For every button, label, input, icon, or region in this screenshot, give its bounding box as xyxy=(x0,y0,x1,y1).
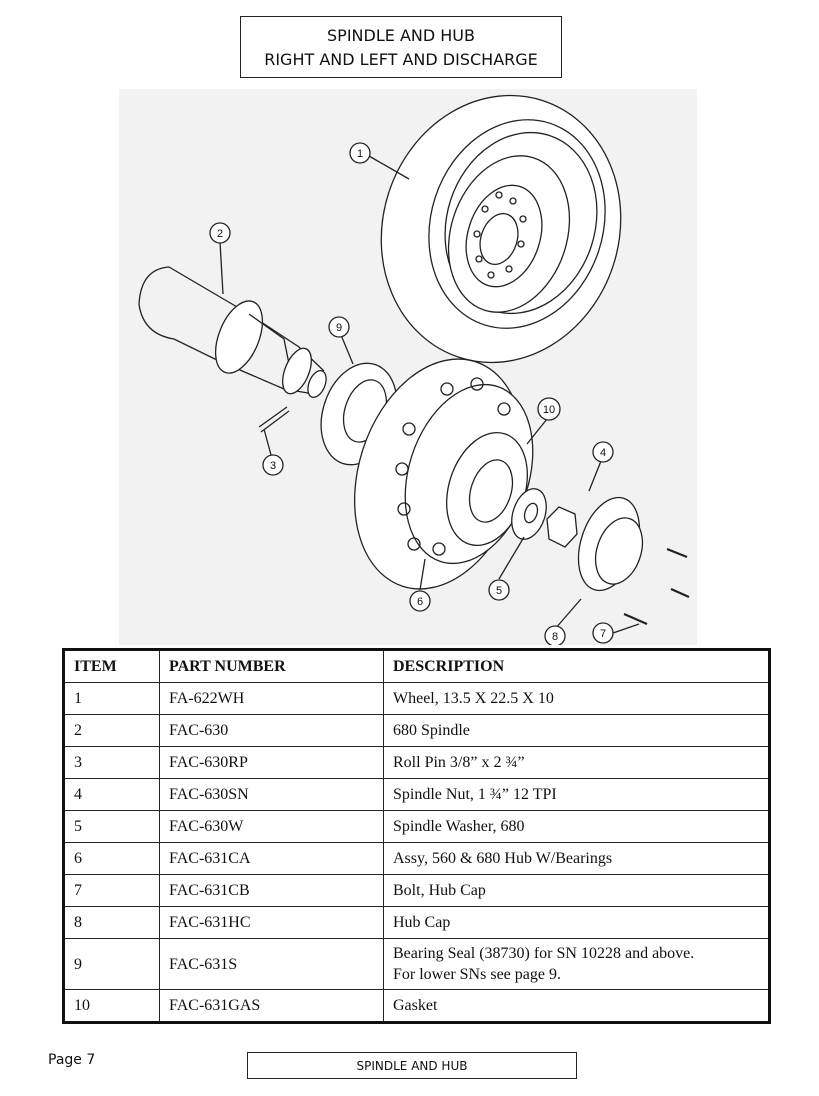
item-cell: 4 xyxy=(63,778,160,811)
roll-pin-drawing xyxy=(258,406,290,433)
table-row: 7 FAC-631CB Bolt, Hub Cap xyxy=(63,874,770,907)
callout-5: 5 xyxy=(496,585,502,597)
description-cell: Hub Cap xyxy=(383,906,770,939)
description-cell: Roll Pin 3/8” x 2 ¾” xyxy=(383,746,770,779)
part-number-cell: FAC-630SN xyxy=(159,778,384,811)
callout-7: 7 xyxy=(600,628,606,640)
description-line-1: Bearing Seal (38730) for SN 10228 and ab… xyxy=(393,945,695,962)
item-cell: 3 xyxy=(63,746,160,779)
wheel-drawing xyxy=(380,94,622,364)
table-row: 10 FAC-631GAS Gasket xyxy=(63,989,770,1023)
part-number-cell: FA-622WH xyxy=(159,682,384,715)
description-cell: 680 Spindle xyxy=(383,714,770,747)
description-cell: Bolt, Hub Cap xyxy=(383,874,770,907)
leader-1 xyxy=(368,155,410,180)
description-line-2: For lower SNs see page 9. xyxy=(393,966,561,983)
table-header-row: ITEM PART NUMBER DESCRIPTION xyxy=(63,649,770,683)
item-cell: 10 xyxy=(63,989,160,1023)
table-row: 4 FAC-630SN Spindle Nut, 1 ¾” 12 TPI xyxy=(63,778,770,811)
header-item: ITEM xyxy=(63,649,160,683)
header-description: DESCRIPTION xyxy=(383,649,770,683)
callout-9: 9 xyxy=(336,322,342,334)
part-number-cell: FAC-630W xyxy=(159,810,384,843)
leader-2 xyxy=(219,241,224,295)
callout-8: 8 xyxy=(552,631,558,643)
spindle-drawing xyxy=(138,266,327,398)
part-number-cell: FAC-631CA xyxy=(159,842,384,875)
description-cell: Spindle Washer, 680 xyxy=(383,810,770,843)
hub-cap-drawing xyxy=(577,496,644,592)
item-cell: 8 xyxy=(63,906,160,939)
leader-6 xyxy=(419,558,426,591)
item-cell: 7 xyxy=(63,874,160,907)
footer-section-title: SPINDLE AND HUB xyxy=(247,1052,577,1079)
table-row: 8 FAC-631HC Hub Cap xyxy=(63,906,770,939)
description-cell: Wheel, 13.5 X 22.5 X 10 xyxy=(383,682,770,715)
callout-6: 6 xyxy=(417,596,423,608)
spindle-nut-drawing xyxy=(546,506,578,548)
table-row: 1 FA-622WH Wheel, 13.5 X 22.5 X 10 xyxy=(63,682,770,715)
description-cell: Spindle Nut, 1 ¾” 12 TPI xyxy=(383,778,770,811)
hub-cap-bolts-drawing xyxy=(623,547,690,626)
spindle-washer-drawing xyxy=(511,488,547,540)
part-number-cell: FAC-631HC xyxy=(159,906,384,939)
description-cell: Bearing Seal (38730) for SN 10228 and ab… xyxy=(383,938,770,990)
leader-9 xyxy=(340,334,354,365)
table-row: 5 FAC-630W Spindle Washer, 680 xyxy=(63,810,770,843)
callout-4: 4 xyxy=(600,447,606,459)
callout-1: 1 xyxy=(357,148,363,160)
part-number-cell: FAC-630 xyxy=(159,714,384,747)
item-cell: 2 xyxy=(63,714,160,747)
leader-3 xyxy=(263,428,272,456)
table-row: 3 FAC-630RP Roll Pin 3/8” x 2 ¾” xyxy=(63,746,770,779)
table-row: 9 FAC-631S Bearing Seal (38730) for SN 1… xyxy=(63,938,770,990)
item-cell: 1 xyxy=(63,682,160,715)
description-cell: Assy, 560 & 680 Hub W/Bearings xyxy=(383,842,770,875)
callout-3: 3 xyxy=(270,460,276,472)
part-number-cell: FAC-631CB xyxy=(159,874,384,907)
item-cell: 9 xyxy=(63,938,160,990)
exploded-parts-diagram: 1 2 3 4 5 6 7 8 9 10 xyxy=(119,89,697,645)
parts-list-table: ITEM PART NUMBER DESCRIPTION 1 FA-622WH … xyxy=(62,648,771,1024)
page-number: Page 7 xyxy=(48,1052,96,1068)
leader-8 xyxy=(554,598,582,630)
leader-4 xyxy=(588,460,602,492)
callout-2: 2 xyxy=(217,228,223,240)
leader-7 xyxy=(612,623,640,634)
item-cell: 6 xyxy=(63,842,160,875)
page-title-box: SPINDLE AND HUB RIGHT AND LEFT AND DISCH… xyxy=(240,16,562,78)
diagram-drawing: 1 2 3 4 5 6 7 8 9 10 xyxy=(138,94,690,645)
table-row: 6 FAC-631CA Assy, 560 & 680 Hub W/Bearin… xyxy=(63,842,770,875)
part-number-cell: FAC-631GAS xyxy=(159,989,384,1023)
table-row: 2 FAC-630 680 Spindle xyxy=(63,714,770,747)
callout-10: 10 xyxy=(543,404,555,416)
page-title: SPINDLE AND HUB xyxy=(327,26,475,45)
page-subtitle: RIGHT AND LEFT AND DISCHARGE xyxy=(264,50,538,69)
leader-10 xyxy=(526,418,548,445)
header-part-number: PART NUMBER xyxy=(159,649,384,683)
item-cell: 5 xyxy=(63,810,160,843)
description-cell: Gasket xyxy=(383,989,770,1023)
part-number-cell: FAC-630RP xyxy=(159,746,384,779)
leader-5 xyxy=(498,536,525,580)
part-number-cell: FAC-631S xyxy=(159,938,384,990)
